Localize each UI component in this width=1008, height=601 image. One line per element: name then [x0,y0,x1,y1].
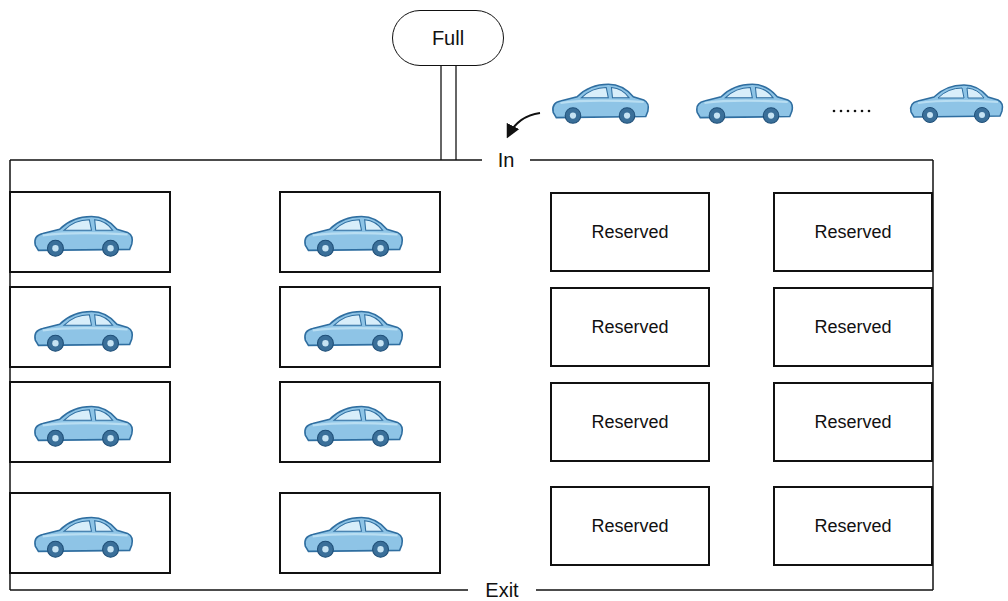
slot-label: Reserved [814,317,891,338]
reserved-slot: Reserved [773,287,933,367]
parking-slot [10,192,170,272]
slot-label: Reserved [591,317,668,338]
reserved-slot: Reserved [550,287,710,367]
entry-arrow [508,113,540,136]
parking-slot [280,192,440,272]
parking-slot [10,493,170,573]
sign-pole [441,66,456,160]
sign-text: Full [432,27,464,50]
slot-label: Reserved [591,412,668,433]
parking-slot [10,287,170,367]
reserved-slot: Reserved [550,192,710,272]
waiting-cars [553,84,1003,123]
lot-outline [10,160,933,590]
slot-label: Reserved [591,516,668,537]
reserved-slot: Reserved [773,382,933,462]
slot-label: Reserved [814,516,891,537]
slot-label: Reserved [814,412,891,433]
slot-label: Reserved [591,222,668,243]
reserved-slot: Reserved [550,382,710,462]
reserved-slot: Reserved [550,486,710,566]
parking-slot [280,287,440,367]
reserved-slot: Reserved [773,192,933,272]
parking-slot [280,493,440,573]
entrance-label: In [492,149,521,171]
parking-slot [10,382,170,462]
slot-label: Reserved [814,222,891,243]
exit-label: Exit [479,579,524,601]
status-sign: Full [392,10,504,66]
parking-slot [280,382,440,462]
occupied-slots [10,192,440,573]
reserved-slot: Reserved [773,486,933,566]
